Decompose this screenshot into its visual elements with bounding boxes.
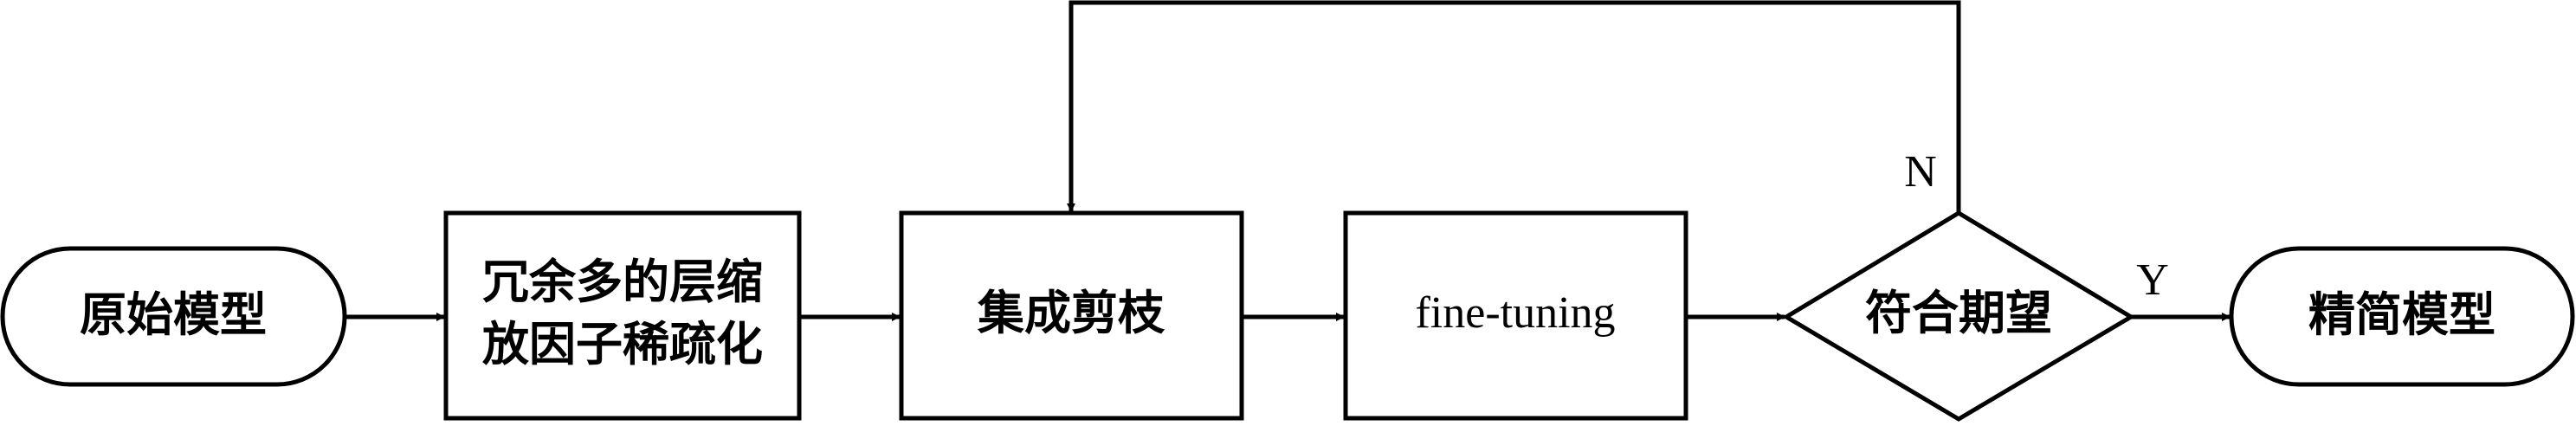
ensemble-pruning-label: 集成剪枝 — [977, 285, 1165, 340]
no-branch-label: N — [1904, 147, 1937, 197]
end-label: 精简模型 — [2308, 287, 2495, 342]
redundancy-step-box: 冗余多的层缩 放因子稀疏化 — [443, 210, 802, 421]
start-terminal: 原始模型 — [0, 246, 347, 387]
ensemble-pruning-box: 集成剪枝 — [899, 210, 1244, 421]
fine-tuning-label: fine-tuning — [1415, 288, 1615, 338]
redundancy-label-line2: 放因子稀疏化 — [482, 316, 763, 371]
yes-branch-label: Y — [2136, 255, 2169, 305]
decision-diamond: 符合期望 — [1782, 210, 2135, 422]
redundancy-label-line1: 冗余多的层缩 — [482, 254, 763, 309]
decision-label: 符合期望 — [1865, 285, 2052, 340]
fine-tuning-box: fine-tuning — [1343, 210, 1688, 421]
arrow-feedback-loop — [1067, 0, 1961, 213]
start-label: 原始模型 — [80, 287, 267, 342]
end-terminal: 精简模型 — [2229, 246, 2575, 387]
